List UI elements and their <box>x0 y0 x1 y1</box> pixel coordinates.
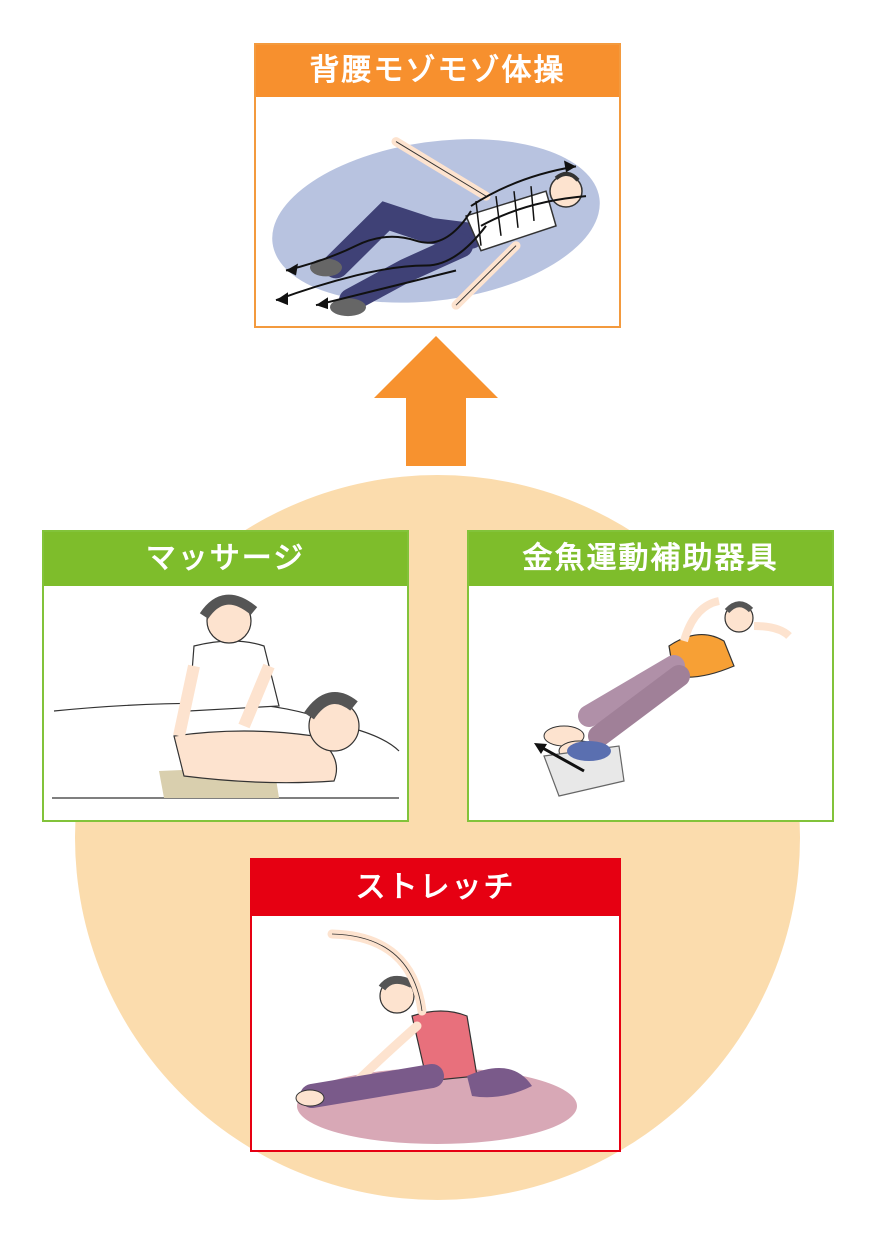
up-arrow-icon <box>374 336 498 466</box>
card-stretch: ストレッチ <box>250 858 621 1152</box>
illustration-stretch <box>252 916 619 1150</box>
card-massage: マッサージ <box>42 530 409 822</box>
card-goldfish-exerciser: 金魚運動補助器具 <box>467 530 834 822</box>
illustration-lying-exercise <box>256 97 619 326</box>
card-title: ストレッチ <box>252 860 619 916</box>
card-back-waist-exercise: 背腰モゾモゾ体操 <box>254 43 621 328</box>
card-title: 背腰モゾモゾ体操 <box>256 45 619 97</box>
illustration-goldfish-exerciser <box>469 586 832 820</box>
card-title: マッサージ <box>44 532 407 586</box>
card-title: 金魚運動補助器具 <box>469 532 832 586</box>
illustration-massage <box>44 586 407 820</box>
